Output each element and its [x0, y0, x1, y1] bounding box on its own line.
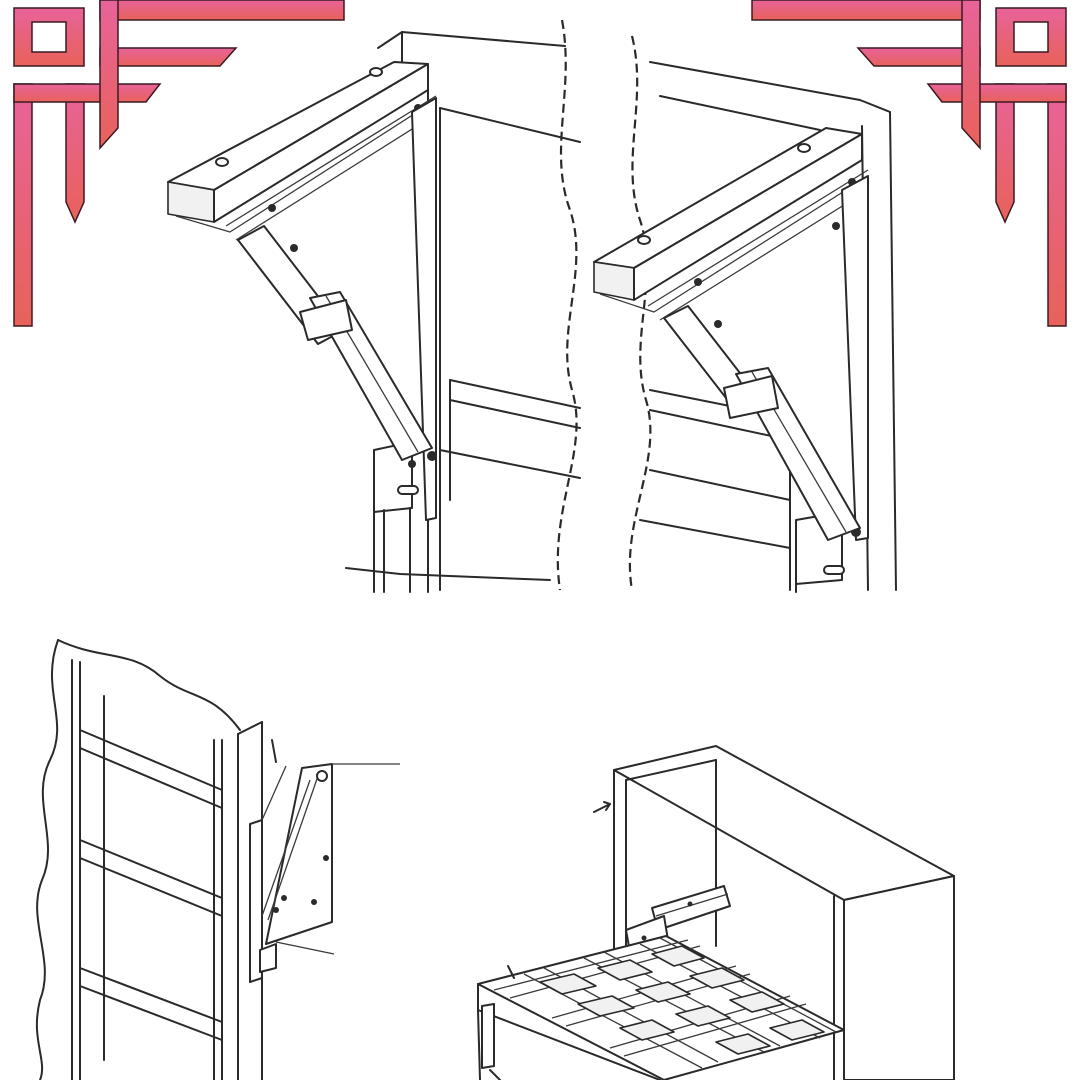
- break-lines: [556, 19, 652, 591]
- bed-grid-cells: [539, 945, 825, 1055]
- corner-ornament-top-left: [13, 0, 345, 327]
- wall-bed-cabinet-figure: [477, 745, 955, 1080]
- folding-shelf-brackets-figure: [167, 19, 897, 593]
- wall-bed-mechanism-figure: [35, 639, 400, 1080]
- right-bracket: [593, 127, 869, 593]
- left-bracket: [167, 61, 437, 593]
- corner-ornament-top-right: [751, 0, 1067, 327]
